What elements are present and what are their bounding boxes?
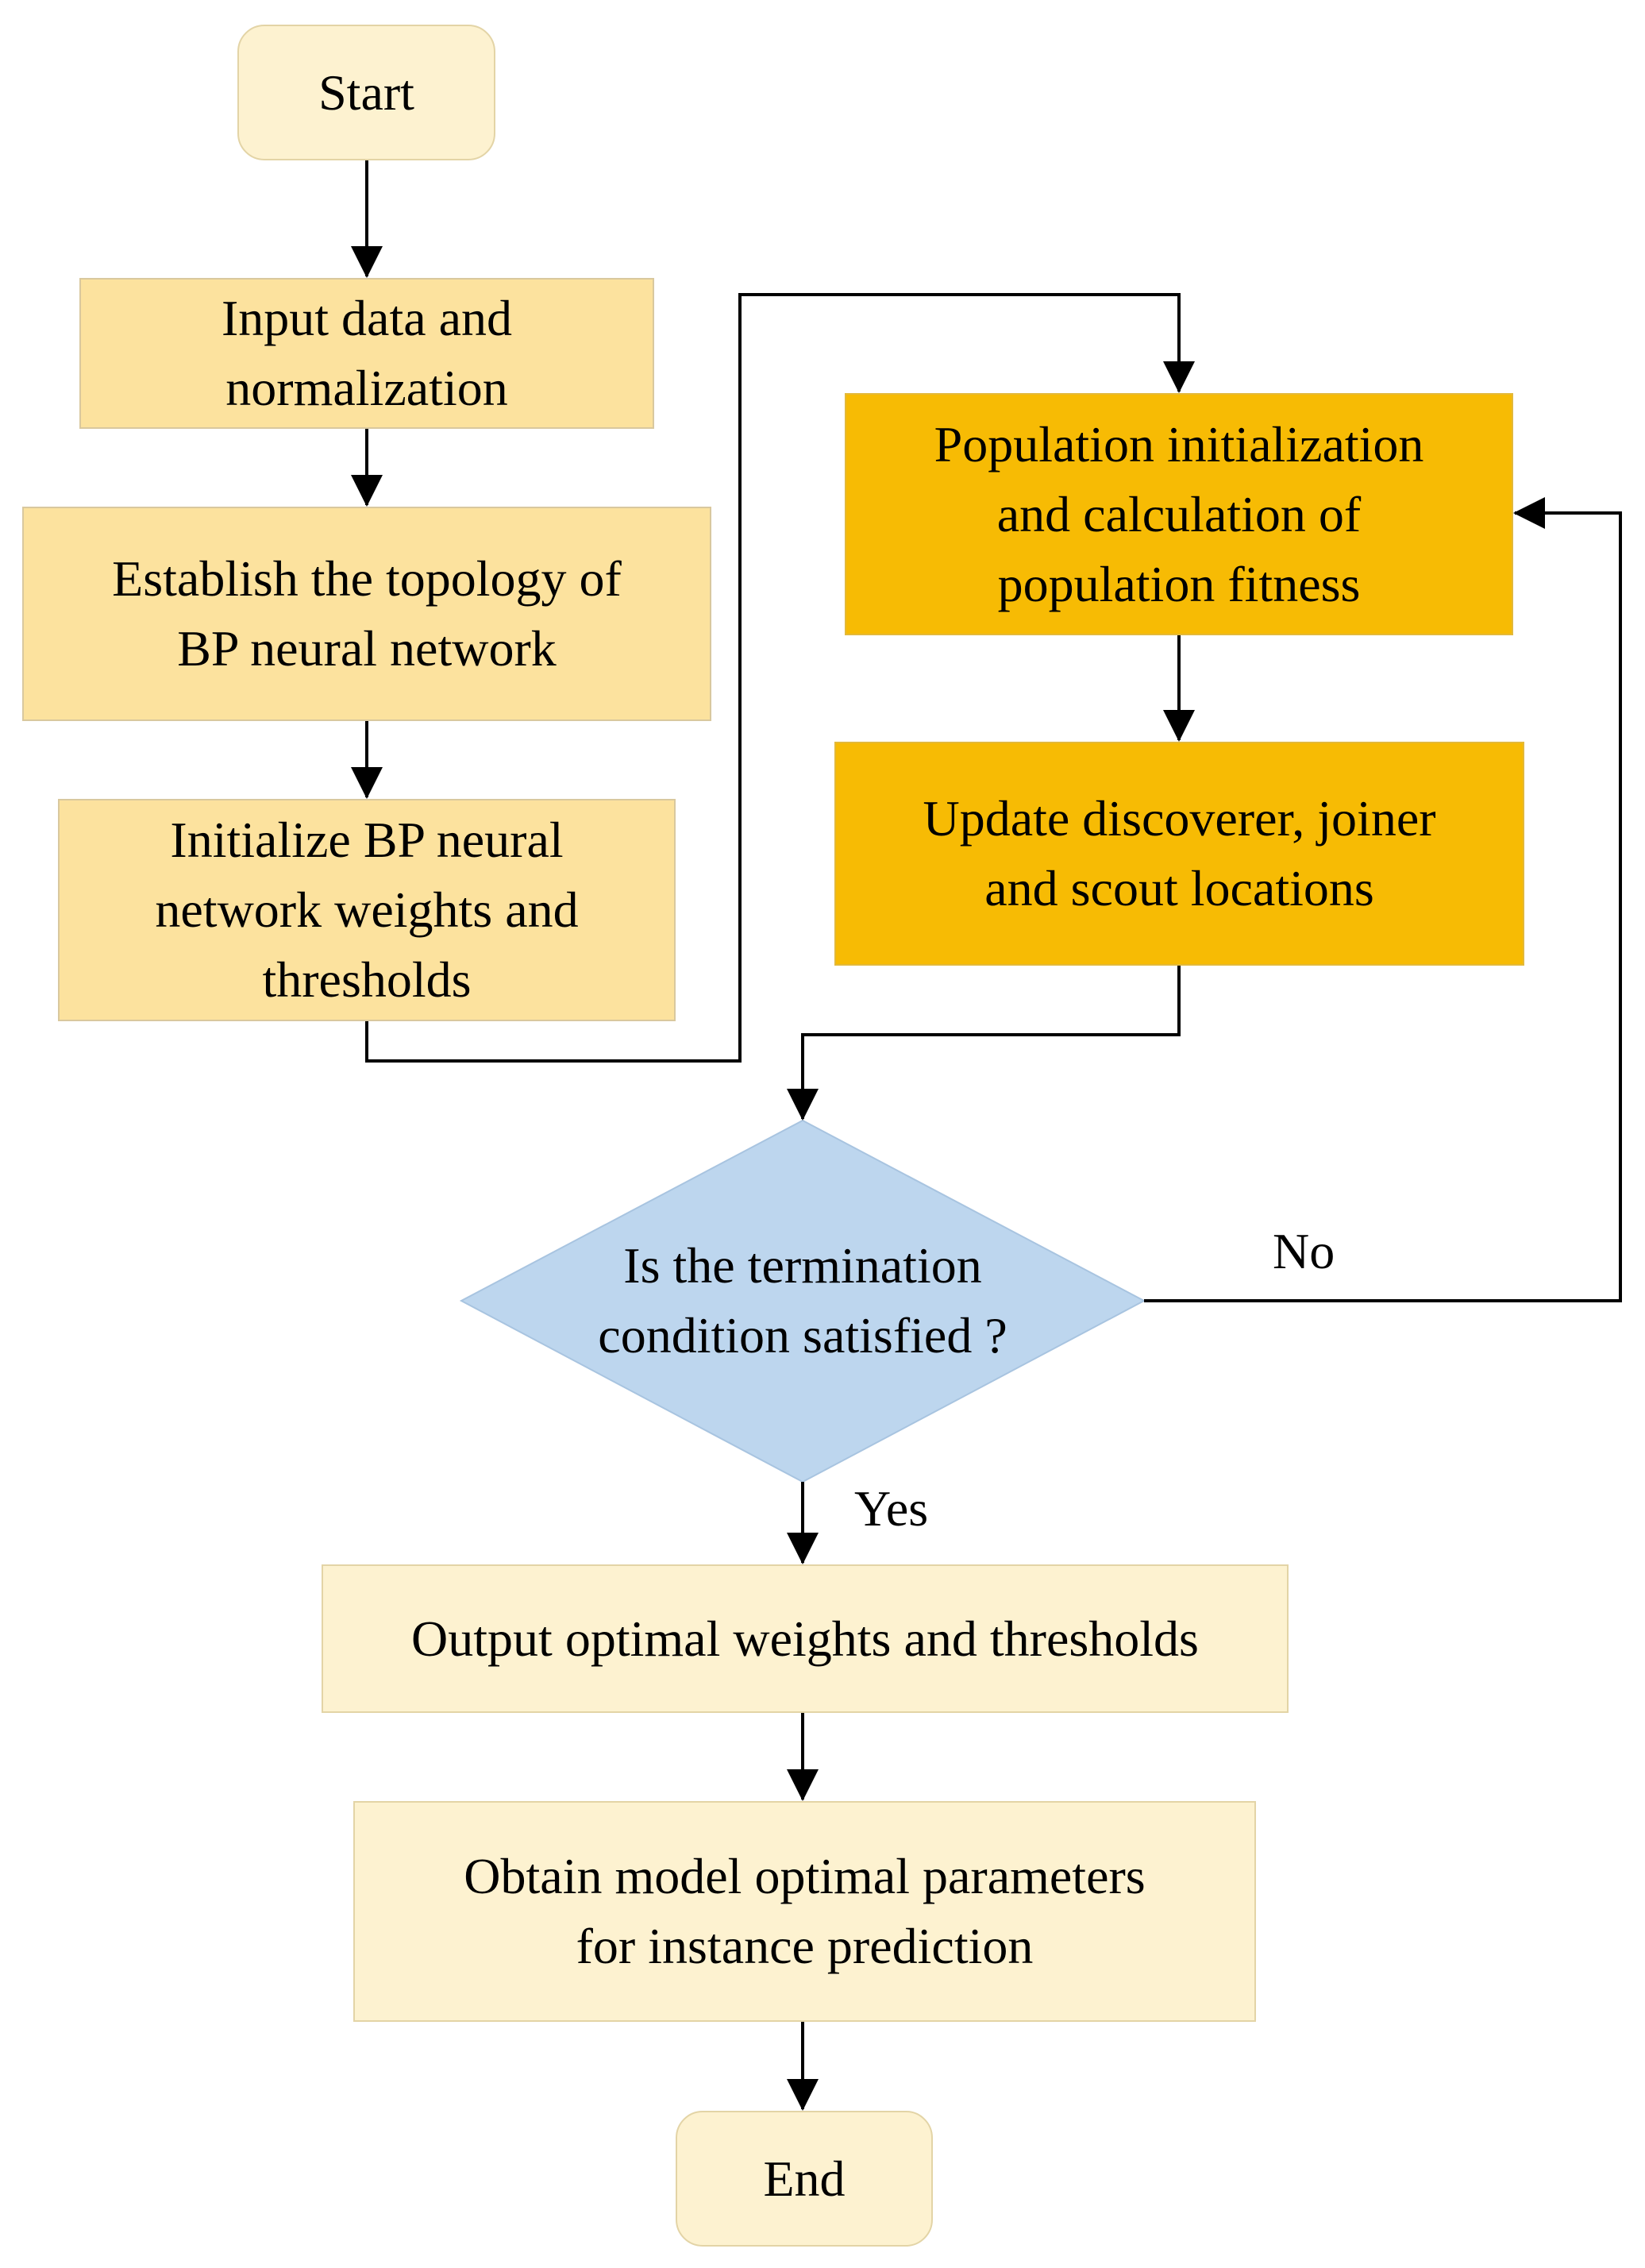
init-weights-step: Initialize BP neural network weights and… — [58, 799, 676, 1021]
end-label: End — [763, 2150, 846, 2207]
obtain-parameters-label: Obtain model optimal parameters for inst… — [464, 1848, 1146, 1974]
population-label: Population initialization and calculatio… — [934, 415, 1424, 612]
arrow-init-to-population — [365, 293, 1195, 1063]
update-locations-step: Update discoverer, joiner and scout loca… — [834, 742, 1524, 966]
topology-step: Establish the topology of BP neural netw… — [22, 507, 711, 721]
population-step: Population initialization and calculatio… — [845, 393, 1513, 635]
input-data-label: Input data and normalization — [221, 290, 513, 416]
topology-label: Establish the topology of BP neural netw… — [112, 550, 622, 677]
obtain-parameters-step: Obtain model optimal parameters for inst… — [353, 1801, 1256, 2022]
decision-text: Is the termination condition satisfied ? — [524, 1207, 1081, 1394]
output-step: Output optimal weights and thresholds — [322, 1564, 1289, 1713]
output-label: Output optimal weights and thresholds — [411, 1610, 1199, 1667]
start-label: Start — [318, 64, 414, 121]
edge-label-no: No — [1273, 1223, 1335, 1279]
init-weights-label: Initialize BP neural network weights and… — [155, 812, 579, 1008]
update-locations-label: Update discoverer, joiner and scout loca… — [923, 790, 1436, 916]
arrow-update-to-decision — [787, 966, 1181, 1120]
arrow-decision-no-loop — [1144, 497, 1622, 1302]
start-node: Start — [237, 25, 495, 160]
edge-label-yes: Yes — [854, 1480, 929, 1537]
end-node: End — [676, 2111, 933, 2247]
decision-label: Is the termination condition satisfied ? — [598, 1237, 1007, 1364]
input-data-step: Input data and normalization — [79, 278, 654, 429]
